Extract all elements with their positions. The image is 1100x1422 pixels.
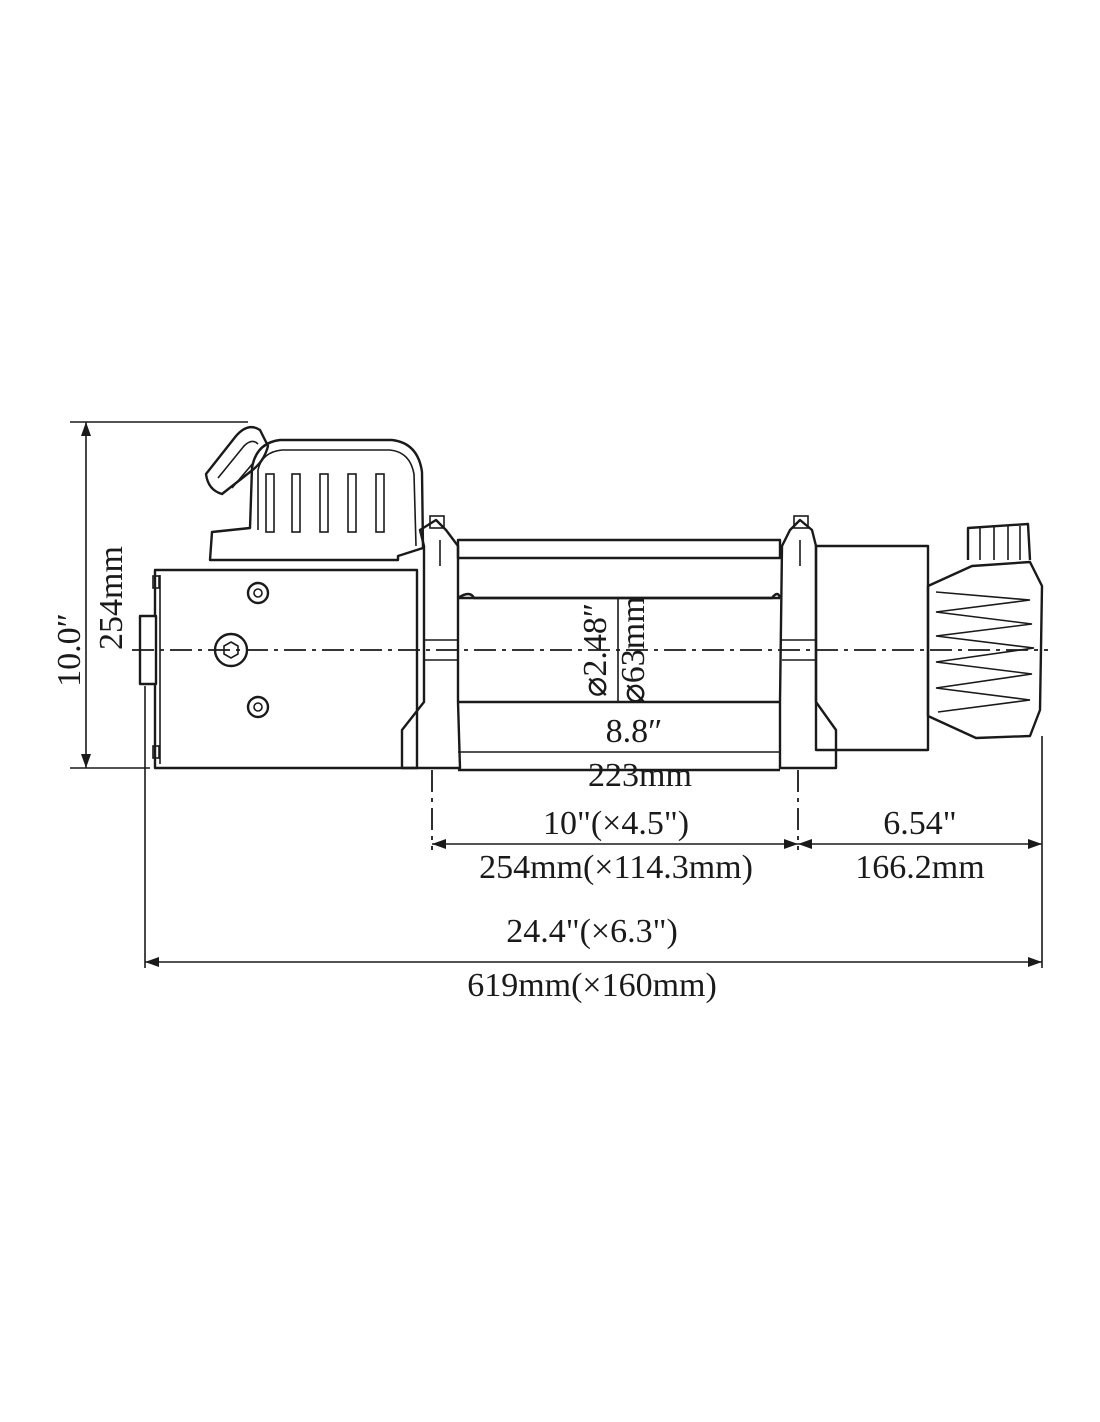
drum-diameter-mm-label: ⌀63mm [615, 596, 652, 703]
height-inch-label: 10.0″ [51, 613, 88, 687]
control-box [70, 421, 425, 562]
mounting-spacing-inch-label: 10"(×4.5") [543, 805, 689, 842]
gearbox-housing [814, 522, 1044, 752]
winch-outline [70, 421, 1048, 772]
drum-diameter-inch-label: ⌀2.48″ [577, 603, 614, 697]
drum-length-inch-label: 8.8″ [606, 713, 663, 750]
total-length-mm-label: 619mm(×160mm) [467, 967, 717, 1004]
left-end-plate [400, 515, 462, 770]
gearbox-length-mm-label: 166.2mm [855, 849, 984, 886]
dimension-lines [70, 422, 1043, 968]
right-end-plate [778, 515, 838, 770]
drum-length-mm-label: 223mm [588, 757, 692, 794]
total-length-inch-label: 24.4"(×6.3") [506, 913, 678, 950]
motor-housing [138, 568, 419, 770]
mounting-spacing-mm-label: 254mm(×114.3mm) [479, 849, 753, 886]
gearbox-length-inch-label: 6.54" [883, 805, 956, 842]
height-mm-label: 254mm [93, 546, 130, 650]
